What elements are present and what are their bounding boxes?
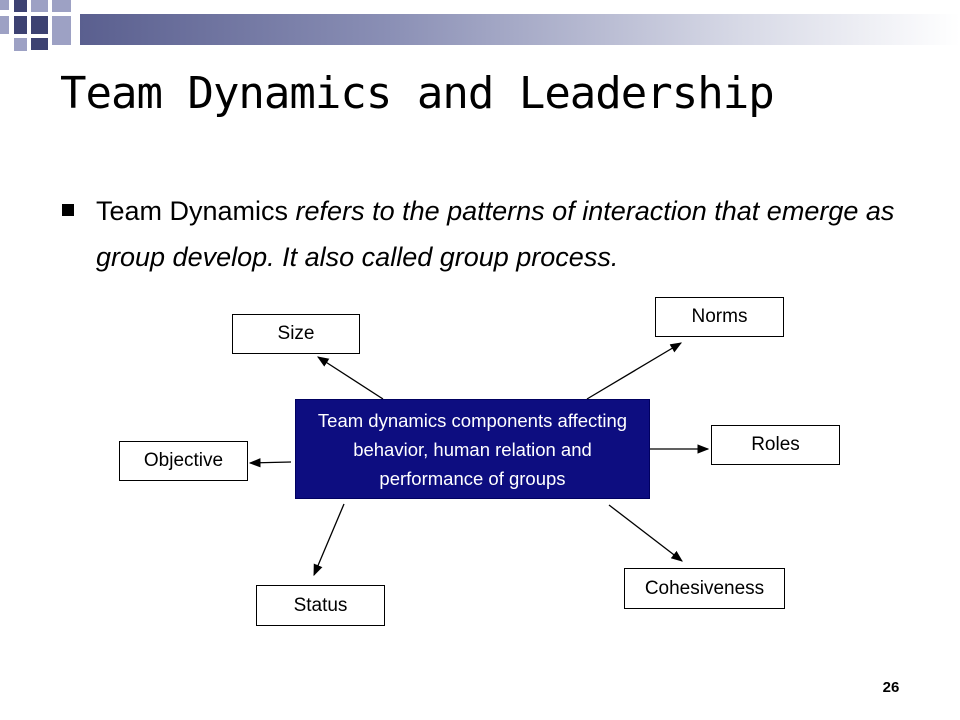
arrow-to-norms <box>586 342 683 400</box>
node-objective: Objective <box>119 441 248 481</box>
arrow-to-status <box>313 503 345 577</box>
bullet-marker <box>62 204 74 216</box>
decor-square <box>31 16 48 34</box>
arrow-to-size <box>317 356 384 400</box>
decor-square <box>14 0 27 12</box>
bullet-definition: refers to the patterns of interaction th… <box>96 196 895 272</box>
node-norms: Norms <box>655 297 784 337</box>
decor-square <box>52 16 71 45</box>
decor-square <box>14 38 27 51</box>
decor-square <box>14 16 27 34</box>
bullet-term: Team Dynamics <box>96 196 296 226</box>
bullet-text: Team Dynamics refers to the patterns of … <box>96 188 916 280</box>
decor-square <box>0 16 9 34</box>
node-roles: Roles <box>711 425 840 465</box>
arrow-to-objective <box>248 458 292 468</box>
node-status: Status <box>256 585 385 626</box>
arrow-to-cohesiveness <box>608 504 683 562</box>
node-cohesiveness: Cohesiveness <box>624 568 785 609</box>
node-size: Size <box>232 314 360 354</box>
decor-square <box>52 0 71 12</box>
slide-title: Team Dynamics and Leadership <box>60 68 775 119</box>
title-gradient-bar <box>80 14 960 45</box>
page-number: 26 <box>882 679 900 696</box>
decor-square <box>31 38 48 50</box>
center-node: Team dynamics components affecting behav… <box>295 399 650 499</box>
decor-square <box>31 0 48 12</box>
decor-square <box>0 0 9 10</box>
